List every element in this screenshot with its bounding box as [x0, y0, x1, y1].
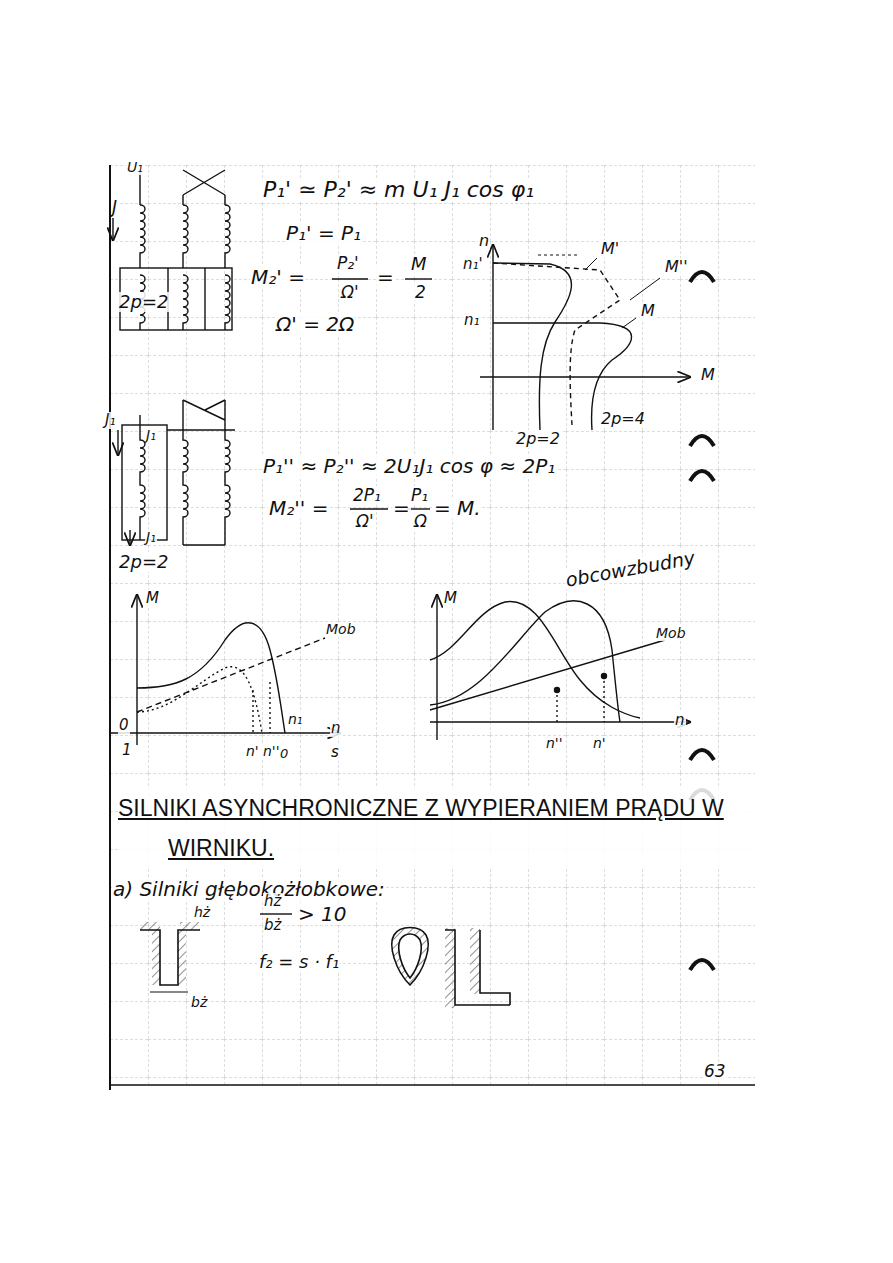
label: Ω' — [355, 512, 375, 531]
section-heading: SILNIKI ASYNCHRONICZNE Z WYPIERANIEM PRĄ… — [118, 788, 768, 868]
label: > 10 — [297, 903, 348, 925]
equation: P₁' ≃ P₂' ≈ m U₁ J₁ cos φ₁ — [262, 178, 535, 202]
label: 2p=2 — [515, 430, 561, 448]
label: J₁ — [145, 428, 157, 443]
subheading: a) Silniki głębokożłobkowe: — [112, 878, 386, 900]
label: 63 — [703, 1062, 727, 1081]
label: M₂' = — [250, 266, 306, 288]
label: 2p=2 — [118, 552, 169, 572]
label: n — [478, 232, 490, 250]
label: n₁ — [463, 312, 481, 329]
speed-torque-graph — [480, 245, 690, 430]
winding-circuit — [113, 170, 232, 330]
label: U₁ — [126, 160, 144, 175]
equation: P₁'' ≈ P₂'' ≈ 2U₁J₁ cos φ ≈ 2P₁ — [262, 455, 556, 477]
label: J₁ — [104, 412, 116, 429]
label: 1 — [121, 742, 133, 759]
label: n — [330, 720, 342, 737]
torque-chart — [110, 595, 340, 745]
label: s — [330, 744, 340, 761]
label: hż — [193, 905, 211, 920]
label: M — [443, 590, 458, 607]
winding-circuit — [118, 400, 235, 545]
label: n'' — [545, 736, 564, 751]
label: M — [145, 590, 160, 607]
label: n₁' — [462, 256, 484, 273]
label: hż — [263, 893, 282, 910]
label: 2P₁ — [352, 486, 382, 505]
label: P₁ — [410, 486, 429, 505]
label: n' — [245, 744, 260, 759]
label: n₁ — [287, 712, 304, 727]
label: 0 — [279, 747, 289, 761]
equation: P₁' = P₁ — [285, 222, 362, 244]
label: P₂' — [336, 254, 360, 273]
label: = — [376, 266, 395, 288]
label: M' — [600, 240, 620, 258]
label: Mob — [325, 622, 357, 637]
label: 2p=4 — [600, 410, 646, 428]
label: M — [410, 254, 428, 274]
grid-paper — [110, 165, 755, 1085]
label: = — [392, 497, 411, 519]
equation: Ω' = 2Ω — [275, 313, 355, 335]
label: bż — [263, 917, 282, 934]
label: n — [674, 712, 686, 729]
label: = M. — [433, 497, 482, 519]
torque-chart — [430, 595, 690, 740]
label: f₂ = s · f₁ — [258, 952, 340, 972]
label: J — [111, 198, 118, 217]
label: n'' — [262, 744, 281, 759]
label: n' — [592, 736, 607, 751]
label: Ω — [413, 512, 428, 531]
label: M₂'' = — [268, 497, 329, 519]
label: J₁ — [145, 530, 157, 545]
label: bż — [190, 995, 208, 1010]
label: 2p=2 — [118, 292, 169, 312]
label: Ω' — [340, 283, 360, 302]
label: M'' — [664, 258, 689, 276]
label: 0 — [118, 717, 130, 734]
label: M — [640, 302, 656, 320]
label: M — [700, 366, 716, 384]
label: 2 — [414, 283, 427, 302]
label: Mob — [655, 626, 687, 641]
